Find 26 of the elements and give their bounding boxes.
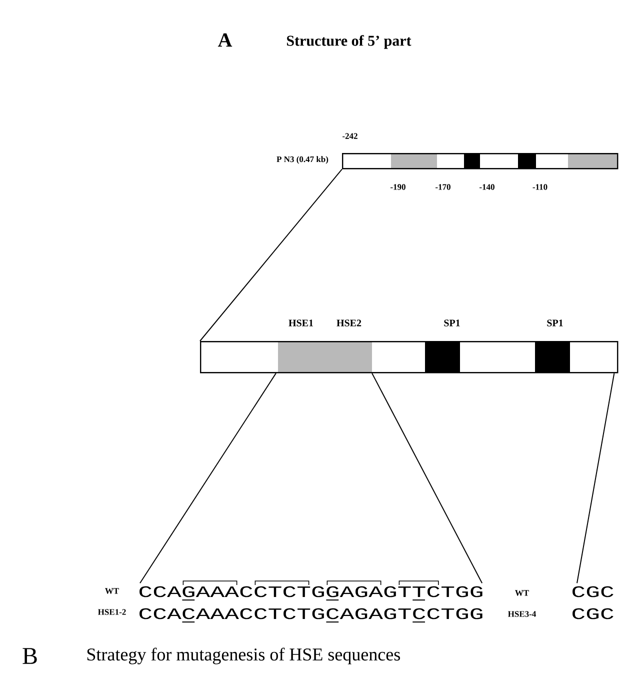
zoom-line [200, 168, 342, 342]
sequence-text: CCAGAAACCTCTGGAGAGTTCTGG CCACAAACCTCTGCAGAGTCCTGG [140, 586, 482, 620]
sequence-label: HSE3-4 [508, 611, 536, 617]
position-label: -140 [480, 184, 494, 190]
gene-bar [200, 341, 618, 374]
panel-letter: A [218, 33, 232, 47]
gene-bar [342, 153, 618, 170]
zoom-line [372, 372, 483, 584]
sequence-label: WT [105, 588, 119, 594]
element-label: SP1 [547, 320, 563, 326]
panel-letter: B [22, 648, 37, 664]
zoom-line [140, 372, 276, 584]
position-label: -242 [342, 133, 358, 139]
sequence-text: CGC CGC [572, 586, 614, 620]
element-label: SP1 [444, 320, 460, 326]
bar-name: P N3 (0.47 kb) [276, 156, 328, 164]
position-label: -170 [436, 184, 450, 190]
title: Structure of 5’ part [287, 35, 412, 49]
position-label: -190 [390, 184, 406, 190]
element-label: HSE2 [336, 320, 362, 326]
section-heading: Strategy for mutagenesis of HSE sequences [87, 648, 400, 664]
zoom-line [576, 372, 615, 584]
sequence-label: WT [515, 590, 529, 596]
position-label: -110 [532, 184, 548, 190]
sequence-label: HSE1-2 [98, 609, 126, 615]
element-label: HSE1 [288, 320, 313, 326]
